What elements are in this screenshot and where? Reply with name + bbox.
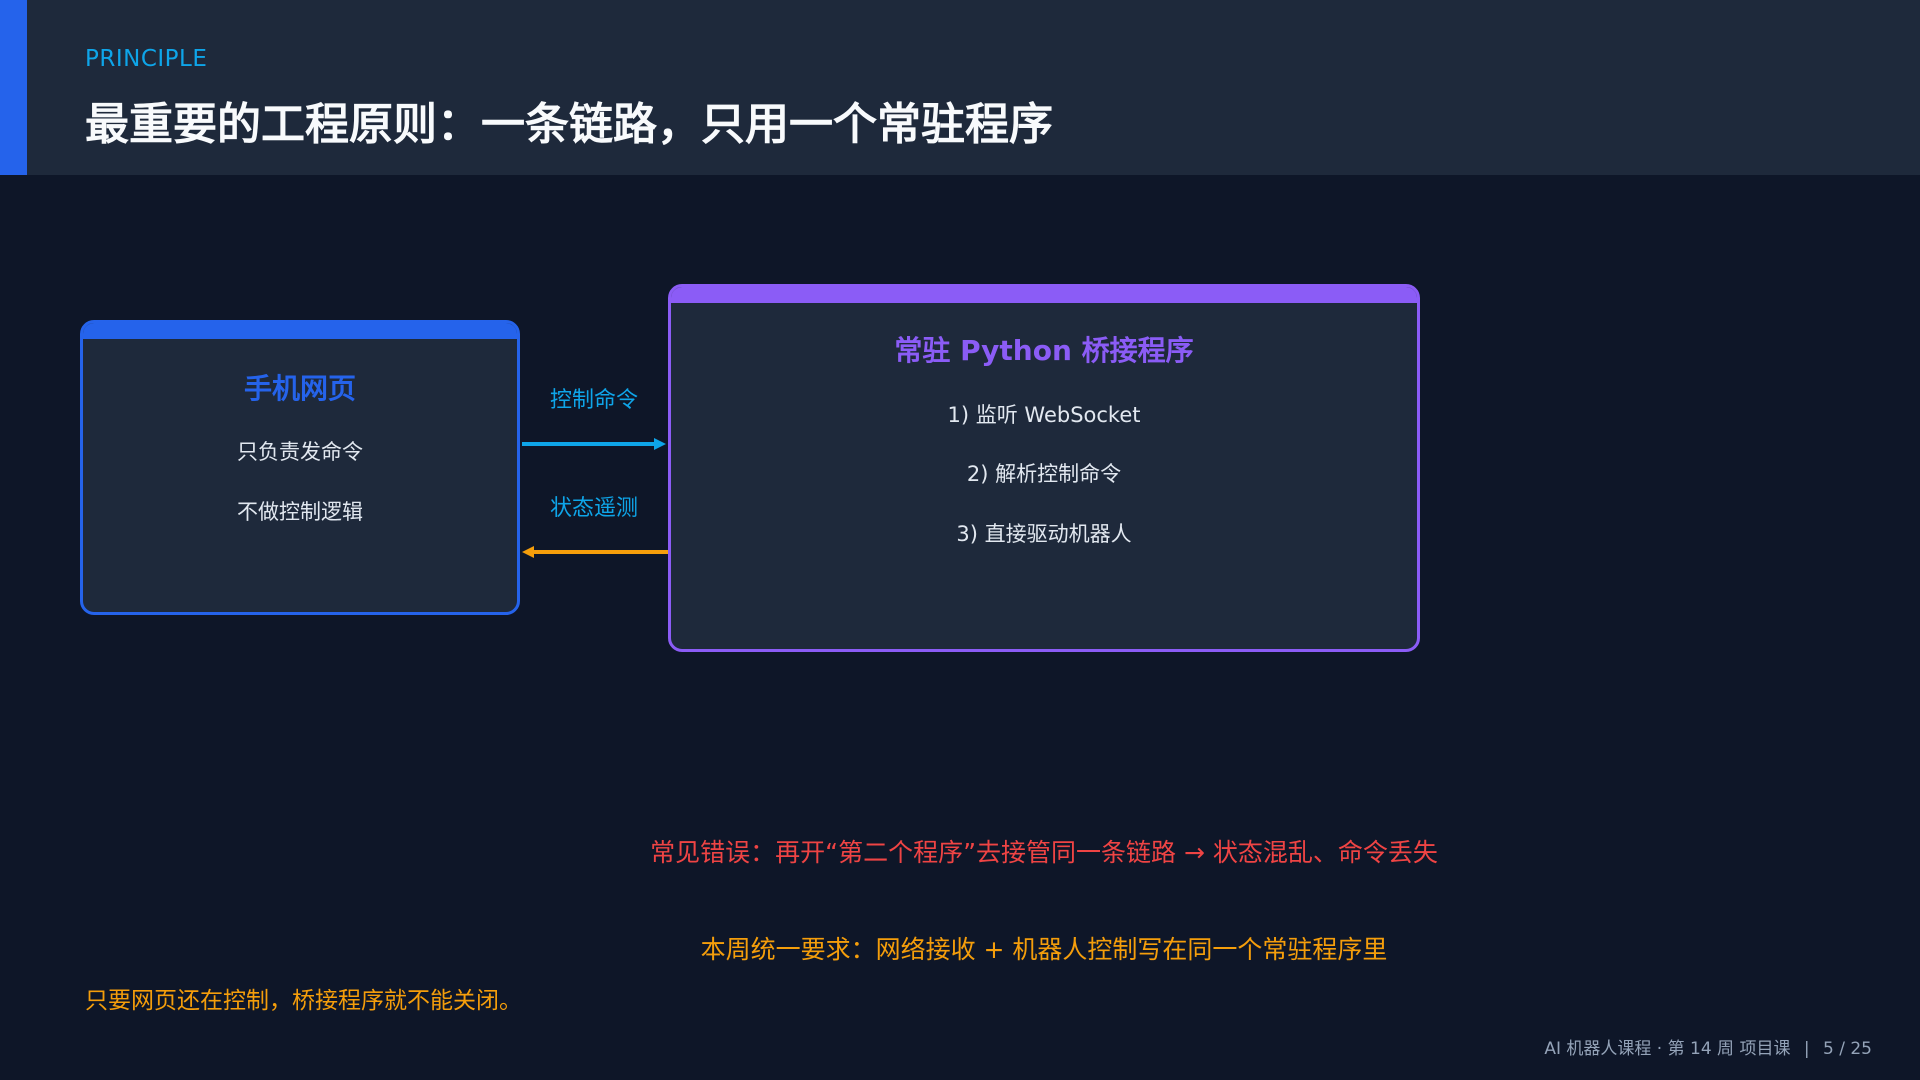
phone-box-line: 只负责发命令 <box>237 440 363 464</box>
weekly-requirement-note: 本周统一要求：网络接收 + 机器人控制写在同一个常驻程序里 <box>700 935 1388 964</box>
keep-bridge-open-note: 只要网页还在控制，桥接程序就不能关闭。 <box>85 988 522 1014</box>
common-error-note: 常见错误：再开“第二个程序”去接管同一条链路 → 状态混乱、命令丢失 <box>650 838 1438 867</box>
status-arrow-label: 状态遥测 <box>549 496 638 521</box>
bridge-box-line: 3) 直接驱动机器人 <box>956 522 1132 546</box>
phone-box-line: 不做控制逻辑 <box>237 500 363 524</box>
phone-webpage-box: 手机网页 只负责发命令 不做控制逻辑 <box>80 320 520 615</box>
command-arrow <box>522 438 666 450</box>
phone-box-top-strip <box>83 323 517 339</box>
page-number: 5 / 25 <box>1823 1039 1872 1059</box>
footer-separator: | <box>1803 1039 1810 1059</box>
phone-box-title: 手机网页 <box>243 372 356 405</box>
bridge-box-top-strip <box>671 287 1417 303</box>
footer-course: AI 机器人课程 · 第 14 周 项目课 <box>1544 1039 1791 1059</box>
bridge-box-line: 2) 解析控制命令 <box>966 462 1122 486</box>
section-kicker: PRINCIPLE <box>85 46 208 72</box>
slide-title: 最重要的工程原则：一条链路，只用一个常驻程序 <box>85 99 1053 150</box>
bridge-box-title: 常驻 Python 桥接程序 <box>894 334 1194 367</box>
header-bar: PRINCIPLE 最重要的工程原则：一条链路，只用一个常驻程序 <box>0 0 1920 175</box>
bridge-box-line: 1) 监听 WebSocket <box>947 403 1141 427</box>
command-arrow-label: 控制命令 <box>549 388 638 413</box>
status-arrow <box>522 546 668 558</box>
python-bridge-box: 常驻 Python 桥接程序 1) 监听 WebSocket 2) 解析控制命令… <box>668 284 1420 652</box>
header-accent-bar <box>0 0 27 175</box>
slide-footer: AI 机器人课程 · 第 14 周 项目课 | 5 / 25 <box>1544 1034 1872 1059</box>
